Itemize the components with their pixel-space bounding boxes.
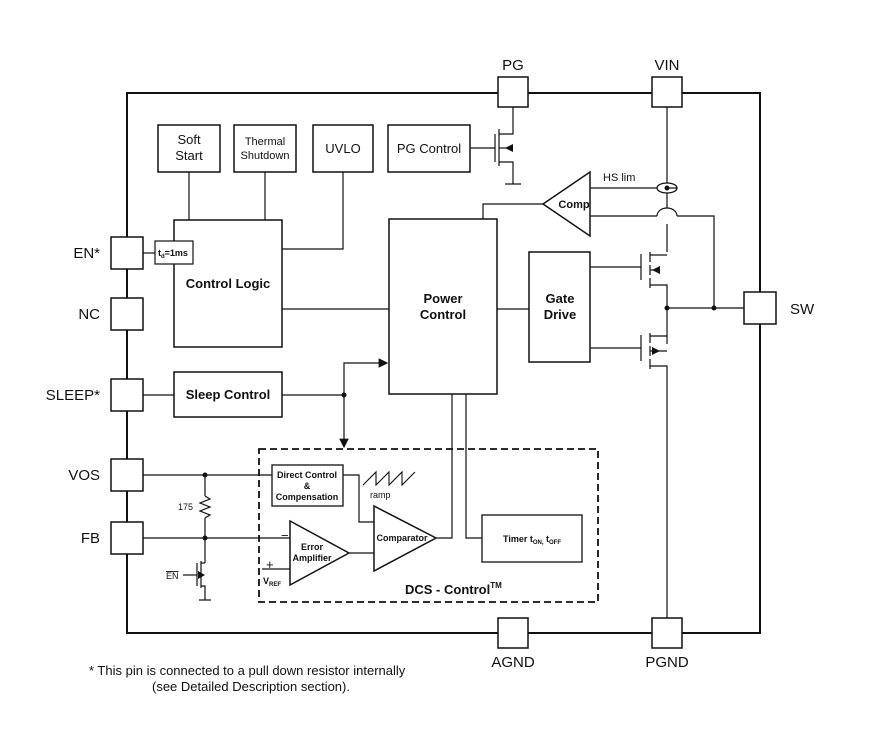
soft-start-label-1: Soft <box>177 132 201 147</box>
pin-sw-square <box>743 291 777 325</box>
pg-fet-arrow <box>505 144 513 152</box>
hs-lim-label: HS lim <box>603 172 635 184</box>
junction-dots <box>202 185 717 541</box>
dcs-control-region <box>258 448 599 603</box>
pin-sw-label: SW <box>790 301 815 318</box>
timer-block <box>481 514 583 563</box>
timer-label: Timer tON, tOFF <box>503 534 561 546</box>
error-amp-label-1: Error <box>301 542 324 552</box>
pin-en-label: EN* <box>73 245 100 262</box>
pin-sleep-label: SLEEP* <box>46 387 100 404</box>
hs-fet-arrow <box>652 266 660 274</box>
sleep-control-label: Sleep Control <box>186 387 271 402</box>
comparator-triangle <box>373 504 438 573</box>
gate-drive-block <box>528 251 591 363</box>
pin-vos-square <box>110 458 144 492</box>
td-delay-label: td=1ms <box>158 248 188 260</box>
power-control-label-2: Control <box>420 307 466 322</box>
en-fet-arrow <box>198 571 205 579</box>
pin-pgnd-label: PGND <box>645 654 689 671</box>
power-control-label-1: Power <box>423 291 462 306</box>
error-amp-minus: − <box>281 528 289 543</box>
pin-vos-label: VOS <box>68 467 100 484</box>
gate-drive-label-1: Gate <box>546 291 575 306</box>
uvlo-label: UVLO <box>325 141 360 156</box>
ramp-sawtooth <box>362 470 416 487</box>
thermal-label-2: Shutdown <box>241 150 290 162</box>
ramp-label: ramp <box>370 490 391 500</box>
pin-fb-label: FB <box>81 530 100 547</box>
thermal-label-1: Thermal <box>245 136 285 148</box>
pin-vin-label: VIN <box>654 57 679 74</box>
dcs-control-label: DCS - ControlTM <box>405 581 502 597</box>
vref-label: VREF <box>263 576 281 588</box>
error-amp-plus: + <box>266 557 274 572</box>
pin-agnd-square <box>497 617 529 649</box>
direct-control-label-1: Direct Control <box>277 470 337 480</box>
soft-start-label-2: Start <box>175 148 203 163</box>
pin-pgnd-square <box>651 617 683 649</box>
resistor-label: 175 <box>178 502 193 512</box>
pin-sleep-square <box>110 378 144 412</box>
error-amp-label-2: Amplifier <box>292 553 332 563</box>
power-control-block <box>388 218 498 395</box>
pin-vin-square <box>651 76 683 108</box>
en-bar-label: EN <box>166 571 179 581</box>
chip-outline <box>126 92 761 634</box>
control-logic-label: Control Logic <box>186 276 271 291</box>
pin-pg-square <box>497 76 529 108</box>
pin-nc-square <box>110 297 144 331</box>
hs-comp-triangle <box>541 170 591 238</box>
pg-control-label: PG Control <box>397 141 461 156</box>
pin-en-square <box>110 236 144 270</box>
pin-pg-label: PG <box>502 57 524 74</box>
footnote-line-2: (see Detailed Description section). <box>152 679 350 694</box>
comparator-label: Comparator <box>376 533 428 543</box>
gate-drive-label-2: Drive <box>544 307 577 322</box>
pin-nc-label: NC <box>78 306 100 323</box>
direct-control-block <box>271 464 344 507</box>
direct-control-label-3: Compensation <box>276 492 339 502</box>
thermal-shutdown-block <box>233 124 297 173</box>
footnote-line-1: * This pin is connected to a pull down r… <box>89 663 406 678</box>
error-amplifier-triangle <box>289 519 351 587</box>
direct-control-label-2: & <box>304 481 311 491</box>
comp-label: Comp <box>558 199 589 211</box>
pin-agnd-label: AGND <box>491 654 535 671</box>
pin-fb-square <box>110 521 144 555</box>
